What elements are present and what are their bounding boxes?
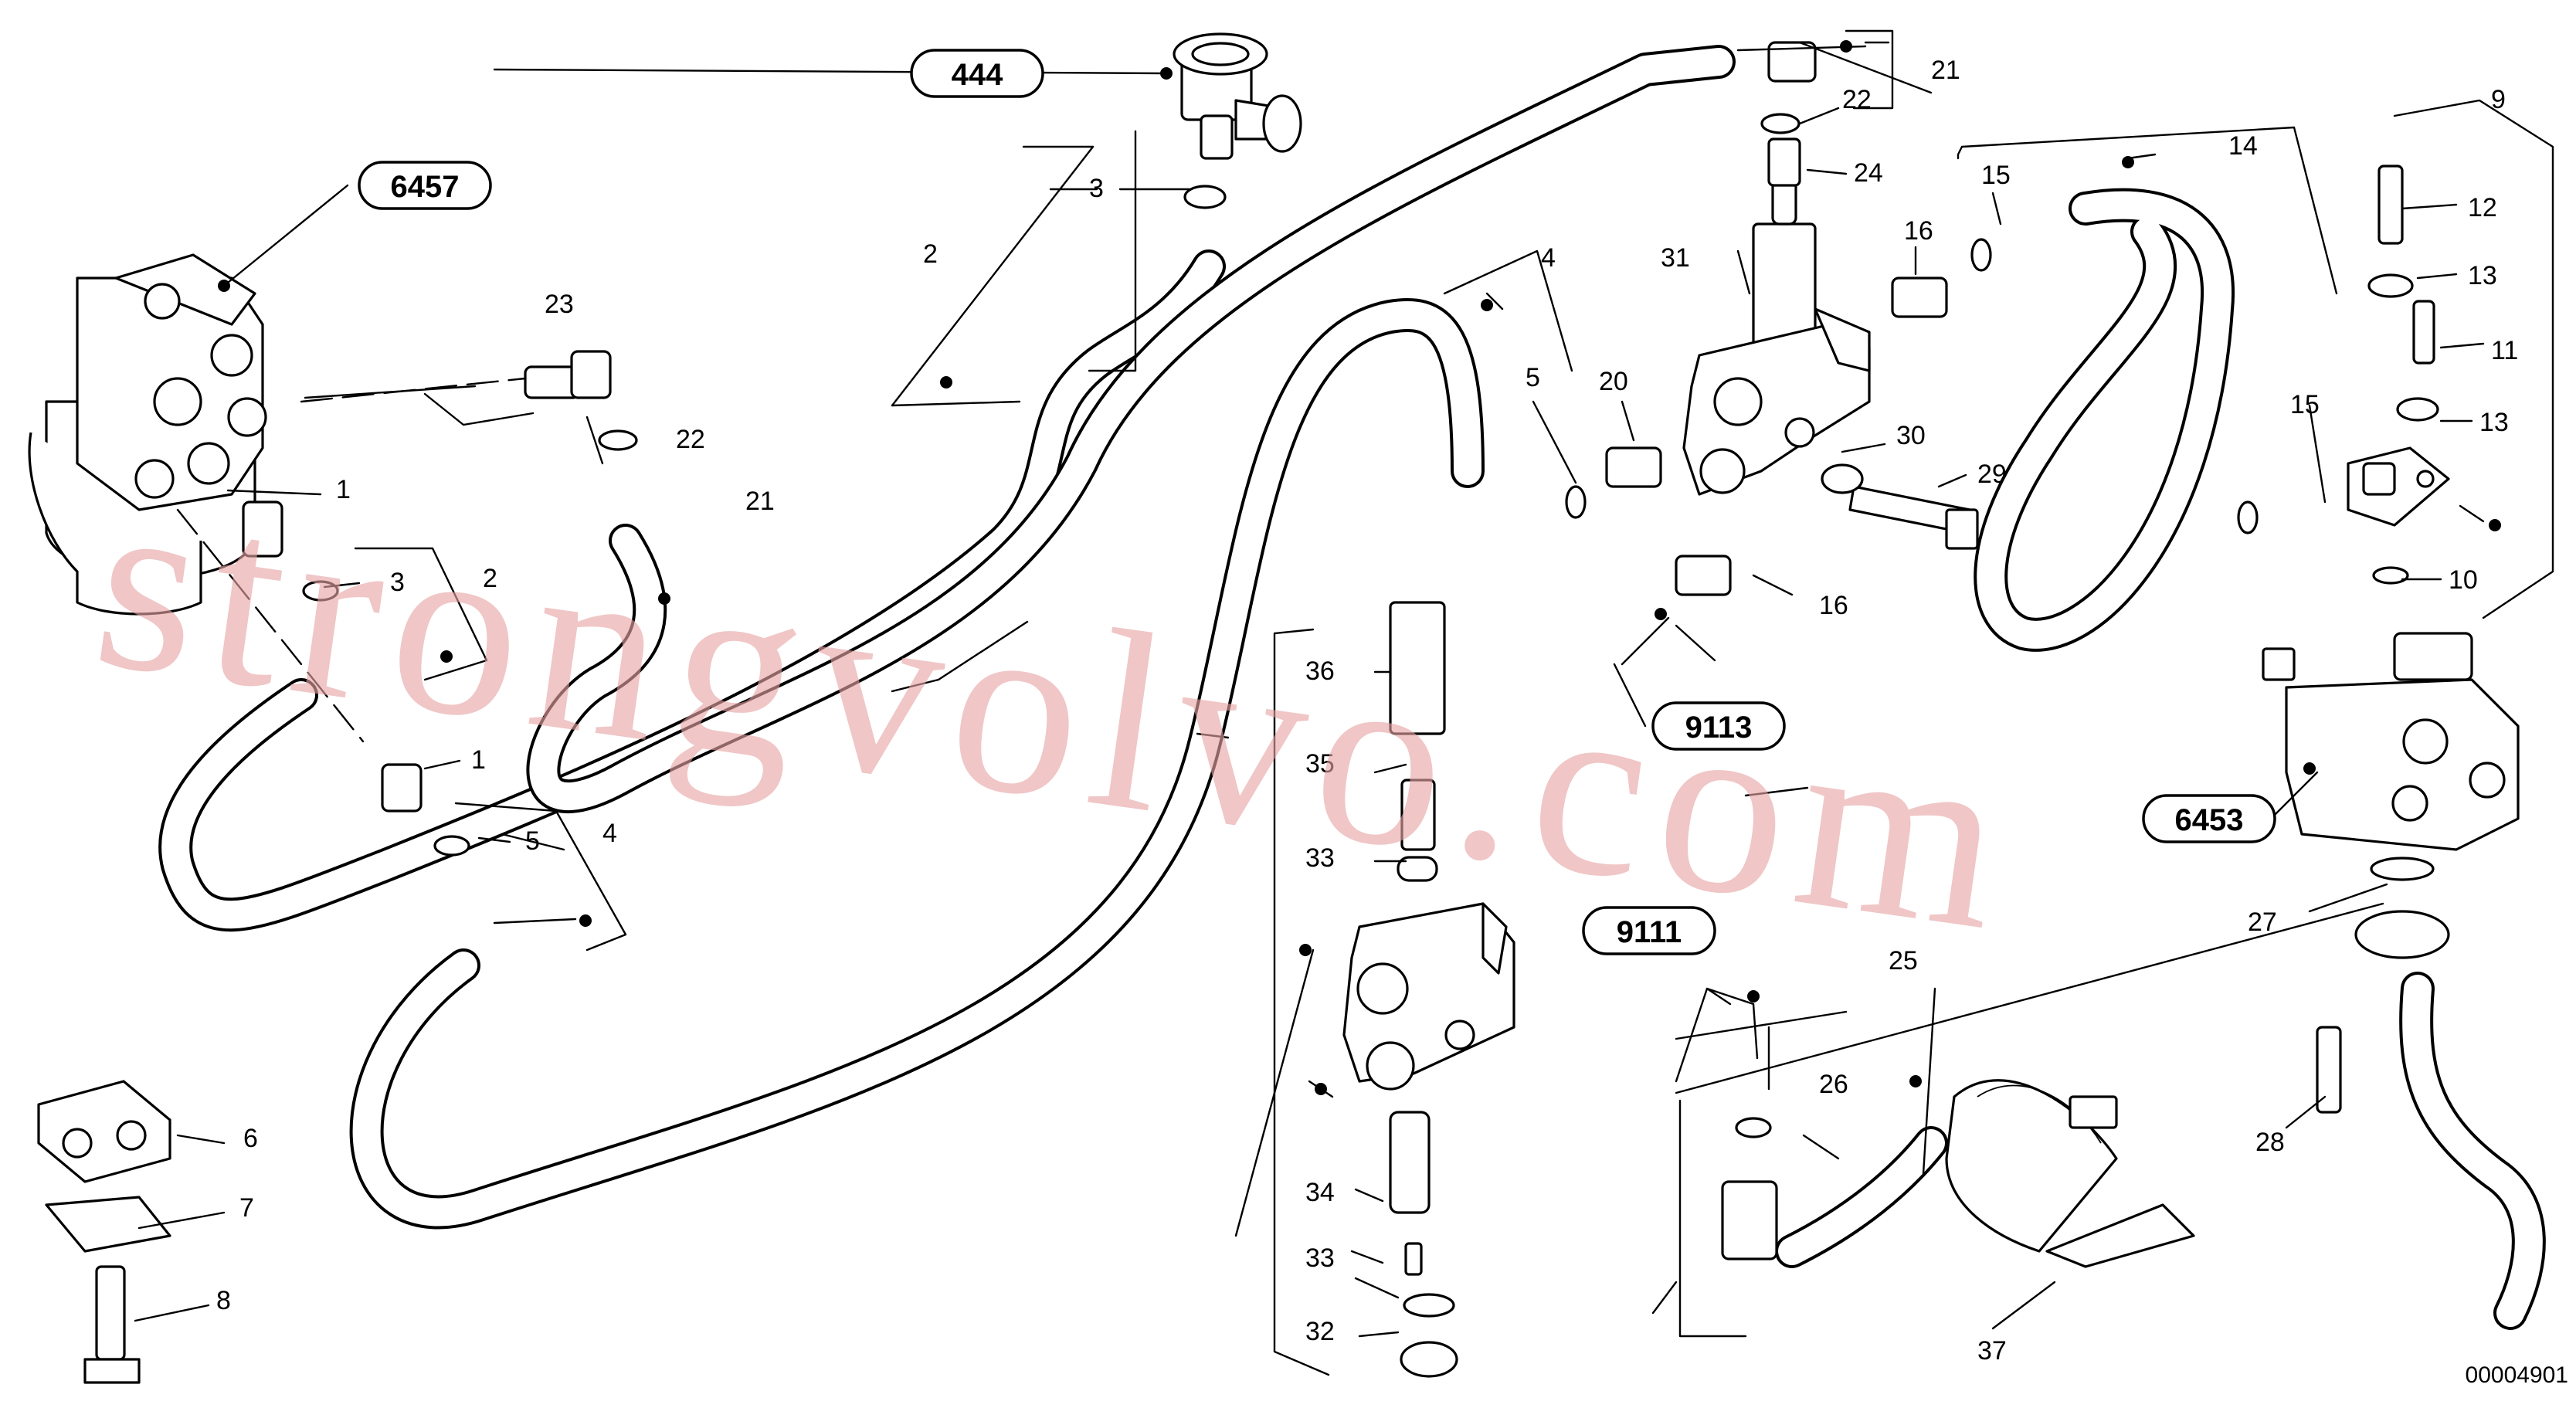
callout-14: 14: [2228, 131, 2258, 161]
ref-6457-label: 6457: [391, 170, 460, 204]
callout-1: 1: [471, 745, 486, 775]
fitting-parts: [242, 41, 2342, 1260]
flange-fitting: [2347, 165, 2450, 585]
callout-29: 29: [1977, 460, 2007, 489]
callout-13: 13: [2479, 408, 2509, 437]
band-clamp-37: [1945, 1079, 2195, 1268]
hose-group: [158, 45, 2546, 1330]
callout-2: 2: [923, 239, 938, 269]
callout-21: 21: [745, 487, 775, 516]
callout-20: 20: [1599, 367, 1628, 396]
callout-5: 5: [1526, 363, 1540, 392]
callout-28: 28: [2255, 1128, 2285, 1157]
ref-9111-label: 9111: [1617, 915, 1682, 949]
callout-11: 11: [2491, 336, 2518, 365]
drawing-code: 00004901: [2466, 1362, 2568, 1388]
callout-25: 25: [1889, 946, 1918, 975]
tee-fitting-444: [1173, 32, 1302, 160]
callout-4: 4: [602, 819, 617, 848]
callout-16: 16: [1819, 591, 1848, 620]
pump-6453: [2262, 632, 2520, 959]
ref-box-9113[interactable]: 9113: [1651, 701, 1786, 751]
callout-5: 5: [525, 826, 540, 856]
ref-box-444[interactable]: 444: [910, 49, 1044, 98]
callout-22: 22: [676, 425, 705, 454]
callout-7: 7: [239, 1193, 254, 1223]
leader-lines: [134, 29, 2554, 1376]
callout-21: 21: [1931, 56, 1960, 85]
callout-30: 30: [1896, 421, 1926, 450]
callout-2: 2: [483, 564, 497, 593]
ref-box-6457[interactable]: 6457: [358, 161, 492, 210]
callout-16: 16: [1904, 216, 1933, 246]
ref-6453-label: 6453: [2175, 803, 2244, 837]
ref-box-9111[interactable]: 9111: [1582, 906, 1716, 955]
callout-37: 37: [1977, 1336, 2007, 1366]
callout-15: 15: [1981, 161, 2011, 190]
ref-9113-label: 9113: [1685, 711, 1753, 745]
ref-444-label: 444: [952, 58, 1003, 92]
callout-24: 24: [1854, 158, 1883, 188]
reference-dots: [218, 40, 2501, 1095]
callout-34: 34: [1305, 1178, 1335, 1207]
callout-13: 13: [2468, 261, 2497, 290]
callout-22: 22: [1842, 85, 1872, 114]
steering-unit-6457: [28, 253, 267, 616]
callout-4: 4: [1541, 243, 1556, 273]
valve-block-31: [1682, 145, 1871, 496]
valve-block-9111: [1342, 601, 1515, 1378]
callout-27: 27: [2248, 908, 2277, 937]
callout-32: 32: [1305, 1317, 1335, 1346]
callout-3: 3: [1089, 174, 1104, 203]
hose-14: [1974, 188, 2235, 652]
callout-8: 8: [216, 1286, 231, 1315]
callout-10: 10: [2449, 565, 2478, 595]
callout-36: 36: [1305, 657, 1335, 686]
clamp-6: [37, 1080, 171, 1384]
callout-26: 26: [1819, 1070, 1848, 1099]
callout-9: 9: [2491, 85, 2506, 114]
callout-6: 6: [243, 1124, 258, 1153]
callout-33: 33: [1305, 843, 1335, 873]
callout-12: 12: [2468, 193, 2497, 222]
callout-23: 23: [545, 290, 574, 319]
ref-box-6453[interactable]: 6453: [2142, 794, 2276, 843]
callout-3: 3: [390, 568, 405, 597]
callout-1: 1: [336, 475, 351, 504]
callout-15: 15: [2290, 390, 2320, 419]
callout-35: 35: [1305, 749, 1335, 779]
callout-33: 33: [1305, 1243, 1335, 1273]
callout-labels: 21 22 24 31 16 15 14 9 12 13 11 13 15 10…: [216, 56, 2518, 1366]
callout-31: 31: [1661, 243, 1690, 273]
